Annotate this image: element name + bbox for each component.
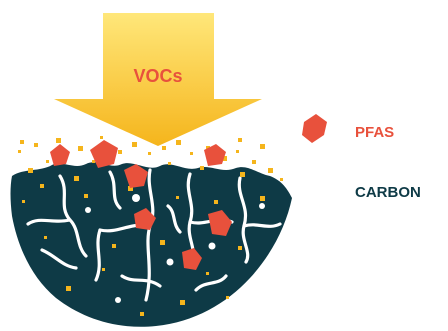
carbon-granule xyxy=(11,162,293,326)
voc-particle xyxy=(162,146,166,150)
voc-particle xyxy=(180,300,185,305)
voc-particle xyxy=(66,286,71,291)
voc-particle xyxy=(236,150,239,153)
voc-particle xyxy=(190,152,193,155)
voc-particle xyxy=(132,142,137,147)
voc-particle xyxy=(40,184,44,188)
voc-particle xyxy=(214,200,218,204)
voc-particle xyxy=(92,160,95,163)
voc-particle xyxy=(200,166,204,170)
voc-particle xyxy=(84,194,88,198)
voc-particle xyxy=(206,272,209,275)
voc-particle xyxy=(74,176,79,181)
pfas-particle-icon xyxy=(302,114,327,143)
voc-particle xyxy=(78,146,83,151)
vocs-label: VOCs xyxy=(133,66,182,86)
voc-particle xyxy=(102,268,105,271)
voc-particle xyxy=(56,138,61,143)
voc-particle xyxy=(100,136,103,139)
voc-particle xyxy=(112,244,116,248)
voc-particle xyxy=(46,160,49,163)
voc-particle xyxy=(20,140,24,144)
vocs-arrow: VOCs xyxy=(54,13,262,146)
voc-particle xyxy=(176,196,179,199)
voc-particle xyxy=(18,150,21,153)
voc-particle xyxy=(22,200,25,203)
voc-particle xyxy=(252,160,256,164)
voc-particle xyxy=(268,168,273,173)
voc-particle xyxy=(238,138,242,142)
voc-particle xyxy=(168,162,171,165)
voc-particle xyxy=(148,152,151,155)
pfas-particle xyxy=(50,144,70,166)
voc-particle xyxy=(160,240,165,245)
voc-particle xyxy=(260,144,265,149)
voc-particle xyxy=(260,196,265,201)
carbon-label: CARBON xyxy=(355,184,421,201)
voc-particle xyxy=(176,140,181,145)
voc-particle xyxy=(240,172,245,177)
voc-particle xyxy=(140,312,144,316)
voc-particle xyxy=(238,246,242,250)
voc-particle xyxy=(28,168,33,173)
voc-particle xyxy=(44,236,47,239)
pfas-label: PFAS xyxy=(355,124,394,141)
voc-particle xyxy=(34,143,38,147)
legend: PFAS CARBON xyxy=(302,114,421,201)
voc-particle xyxy=(118,150,122,154)
voc-particle xyxy=(226,296,229,299)
voc-particle xyxy=(280,178,283,181)
